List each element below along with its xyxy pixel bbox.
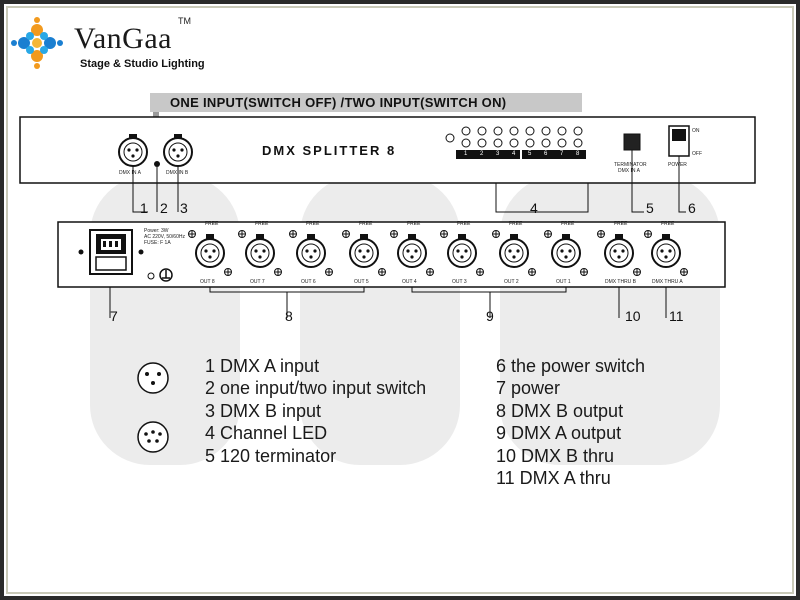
xlr-port-10 bbox=[644, 230, 688, 276]
led-number-4: 4 bbox=[512, 151, 516, 157]
xlr-port-5 bbox=[390, 230, 434, 276]
xlr-port-9 bbox=[597, 230, 641, 276]
switch-on-label: ON bbox=[692, 128, 700, 134]
callout-10: 10 bbox=[625, 308, 641, 324]
xlr-port-6 bbox=[440, 230, 484, 276]
output-label: OUT 5 bbox=[354, 279, 369, 285]
xlr-port-2 bbox=[238, 230, 282, 276]
led-number-7: 7 bbox=[560, 151, 564, 157]
dmx-in-b-label: DMX IN B bbox=[166, 170, 189, 176]
port-top-label: FREE bbox=[255, 221, 269, 227]
xlr-output-connectors bbox=[188, 230, 688, 276]
legend-item-5: 5 120 terminator bbox=[205, 446, 337, 466]
output-label: OUT 1 bbox=[556, 279, 571, 285]
port-top-label: FREE bbox=[561, 221, 575, 227]
port-top-label: FREE bbox=[359, 221, 373, 227]
port-top-label: FREE bbox=[661, 221, 675, 227]
callout-6: 6 bbox=[688, 200, 696, 216]
port-top-label: FREE bbox=[205, 221, 219, 227]
xlr-port-1 bbox=[188, 230, 232, 276]
legend-item-9: 9 DMX A output bbox=[496, 423, 622, 443]
xlr-5pin-icon bbox=[137, 421, 169, 453]
led-number-6: 6 bbox=[544, 151, 548, 157]
terminator-sublabel: DMX IN A bbox=[618, 168, 640, 174]
xlr-3pin-icon bbox=[137, 362, 169, 394]
ground-icon bbox=[159, 268, 173, 282]
legend-item-2: 2 one input/two input switch bbox=[205, 378, 427, 398]
power-rating-text: Power: 3W AC 220V, 50/60Hz FUSE: F 1A bbox=[144, 228, 185, 246]
led-number-strip-a bbox=[456, 150, 520, 159]
port-top-label: FREE bbox=[614, 221, 628, 227]
thru-label: DMX THRU A bbox=[652, 279, 683, 285]
output-label: OUT 3 bbox=[452, 279, 467, 285]
thru-label: DMX THRU B bbox=[605, 279, 637, 285]
brand-logo-icon bbox=[11, 17, 63, 69]
power-switch bbox=[668, 125, 690, 157]
power-switch-label: POWER bbox=[668, 162, 687, 168]
legend-item-1: 1 DMX A input bbox=[205, 356, 320, 376]
xlr-port-4 bbox=[342, 230, 386, 276]
input-switch bbox=[154, 161, 160, 167]
switch-mode-banner: ONE INPUT(SWITCH OFF) /TWO INPUT(SWITCH … bbox=[170, 95, 507, 110]
xlr-port-3 bbox=[289, 230, 333, 276]
led-number-2: 2 bbox=[480, 151, 484, 157]
channel-leds bbox=[445, 126, 583, 148]
brand-tagline: Stage & Studio Lighting bbox=[80, 58, 205, 70]
led-number-8: 8 bbox=[576, 151, 580, 157]
legend-item-10: 10 DMX B thru bbox=[496, 446, 615, 466]
power-inlet bbox=[78, 229, 144, 275]
led-number-1: 1 bbox=[464, 151, 468, 157]
callout-8: 8 bbox=[285, 308, 293, 324]
dmx-in-a-connector bbox=[118, 134, 148, 167]
port-top-label: FREE bbox=[509, 221, 523, 227]
callout-4: 4 bbox=[530, 200, 538, 216]
front-callout-lines bbox=[132, 150, 686, 213]
callout-5: 5 bbox=[646, 200, 654, 216]
device-title: DMX SPLITTER 8 bbox=[262, 143, 397, 158]
terminator-label: TERMINATOR bbox=[614, 162, 647, 168]
callout-2: 2 bbox=[160, 200, 168, 216]
led-number-3: 3 bbox=[496, 151, 500, 157]
legend-item-6: 6 the power switch bbox=[496, 356, 646, 376]
xlr-port-7 bbox=[492, 230, 536, 276]
port-top-label: FREE bbox=[306, 221, 320, 227]
inner-frame bbox=[6, 6, 794, 594]
led-number-strip-b bbox=[522, 150, 586, 159]
output-label: OUT 7 bbox=[250, 279, 265, 285]
legend-item-3: 3 DMX B input bbox=[205, 401, 322, 421]
callout-11: 11 bbox=[669, 308, 684, 324]
port-top-label: FREE bbox=[407, 221, 421, 227]
dmx-in-a-label: DMX IN A bbox=[119, 170, 141, 176]
led-number-5: 5 bbox=[528, 151, 532, 157]
output-label: OUT 2 bbox=[504, 279, 519, 285]
fuse-holder bbox=[147, 272, 155, 280]
output-label: OUT 6 bbox=[301, 279, 316, 285]
callout-7: 7 bbox=[110, 308, 118, 324]
output-label: OUT 4 bbox=[402, 279, 417, 285]
legend-item-7: 7 power bbox=[496, 378, 561, 398]
callout-1: 1 bbox=[140, 200, 148, 216]
callout-9: 9 bbox=[486, 308, 494, 324]
legend-item-8: 8 DMX B output bbox=[496, 401, 624, 421]
trademark-mark: TM bbox=[178, 16, 191, 26]
dmx-in-b-connector bbox=[163, 134, 193, 167]
brand-name: VanGaa bbox=[74, 22, 172, 55]
terminator-button bbox=[623, 133, 641, 151]
switch-off-label: OFF bbox=[692, 151, 702, 157]
legend-item-4: 4 Channel LED bbox=[205, 423, 328, 443]
callout-3: 3 bbox=[180, 200, 188, 216]
banner-highlight bbox=[150, 93, 582, 112]
output-label: OUT 8 bbox=[200, 279, 215, 285]
xlr-port-8 bbox=[544, 230, 588, 276]
legend-item-11: 11 DMX A thru bbox=[496, 468, 611, 488]
back-callout-lines bbox=[109, 287, 667, 318]
port-top-label: FREE bbox=[457, 221, 471, 227]
